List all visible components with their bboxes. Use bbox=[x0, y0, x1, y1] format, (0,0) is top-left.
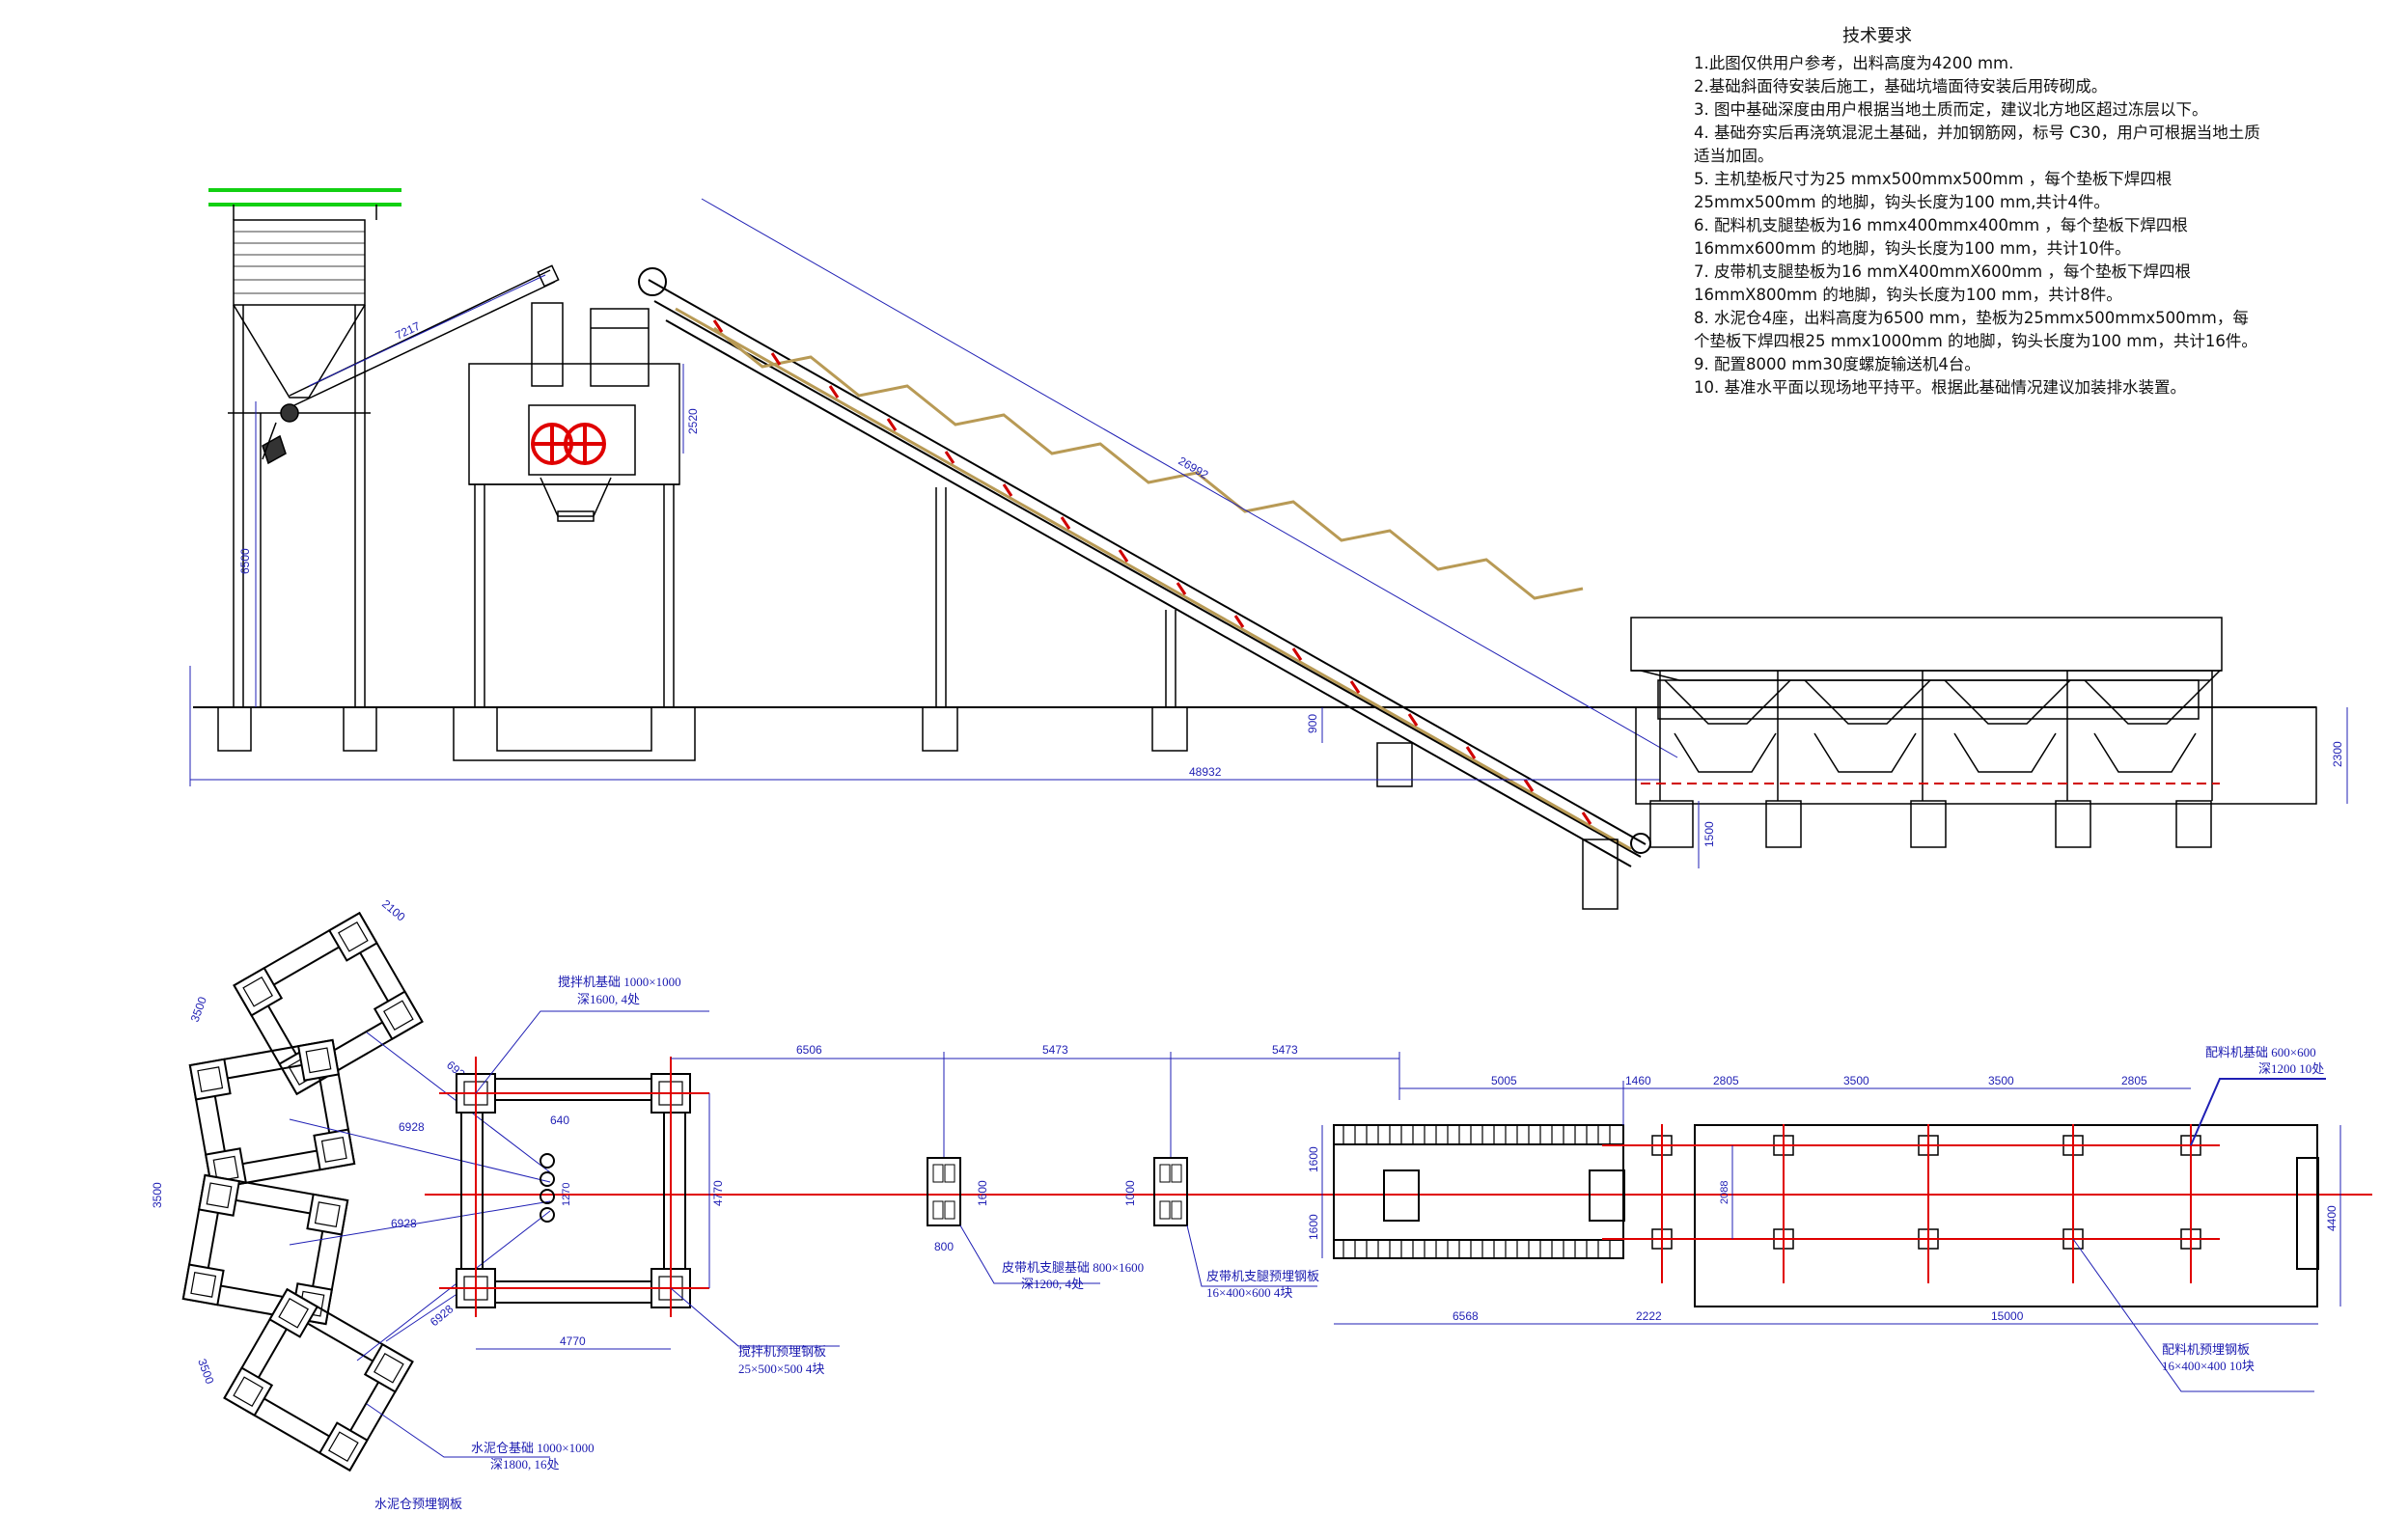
silo-footings bbox=[181, 911, 424, 1472]
silo-foundation-label: 水泥仓基础 1000×1000 bbox=[471, 1441, 595, 1455]
batcher-height-dim: 2300 bbox=[2331, 741, 2344, 767]
note-item: 7. 皮带机支腿垫板为16 mmX400mmX600mm ，每个垫板下焊四根 1… bbox=[1694, 262, 2192, 304]
batcher-belt-rollers bbox=[1342, 1125, 1611, 1258]
b3500b-dim: 3500 bbox=[1988, 1074, 2014, 1087]
technical-notes: 技术要求 1.此图仅供用户参考，出料高度为4200 mm. 2.基础斜面待安装后… bbox=[1694, 25, 2263, 399]
note-item: 1.此图仅供用户参考，出料高度为4200 mm. bbox=[1694, 54, 2014, 72]
b15000-dim: 15000 bbox=[1991, 1309, 2024, 1323]
note-item: 2.基础斜面待安装后施工，基础坑墙面待安装后用砖砌成。 bbox=[1694, 77, 2108, 96]
note-item: 3. 图中基础深度由用户根据当地土质而定，建议北方地区超过冻层以下。 bbox=[1694, 100, 2208, 119]
batcher-plate-label: 配料机预埋钢板 bbox=[2162, 1342, 2250, 1357]
span-1-dim: 6506 bbox=[796, 1043, 822, 1057]
radius-4-dim: 6928 bbox=[428, 1302, 457, 1329]
silo-spacing-1-dim: 3500 bbox=[188, 995, 209, 1024]
b1460-dim: 1460 bbox=[1625, 1074, 1651, 1087]
mixer-width-dim: 4770 bbox=[560, 1334, 586, 1348]
mixer-station bbox=[453, 302, 696, 761]
batcher-footings bbox=[1651, 1135, 2201, 1250]
mixer-drums bbox=[531, 423, 606, 465]
span-3-dim: 5473 bbox=[1272, 1043, 1298, 1057]
batcher-plan bbox=[1333, 1124, 2319, 1307]
belt-conveyor bbox=[638, 267, 1651, 867]
note-item: 10. 基准水平面以现场地平持平。根据此基础情况建议加装排水装置。 bbox=[1694, 378, 2186, 397]
b1600b-dim: 1600 bbox=[1307, 1214, 1320, 1240]
b4400-dim: 4400 bbox=[2325, 1205, 2339, 1231]
mixer-plate-spec: 25×500×500 4块 bbox=[738, 1362, 824, 1376]
elevation-view: 7217 6500 bbox=[189, 188, 2348, 910]
note-item: 8. 水泥仓4座，出料高度为6500 mm，垫板为25mmx500mmx500m… bbox=[1694, 309, 2257, 350]
mixer-640-dim: 640 bbox=[550, 1114, 569, 1127]
radius-2-dim: 6928 bbox=[399, 1120, 425, 1134]
batcher-foundation-label: 配料机基础 600×600 bbox=[2205, 1045, 2316, 1059]
span-2-dim: 5473 bbox=[1042, 1043, 1068, 1057]
belt-foundation-label: 皮带机支腿基础 800×1600 bbox=[1002, 1260, 1144, 1275]
silo-spacing-3-dim: 3500 bbox=[195, 1357, 216, 1386]
screw-conveyor bbox=[262, 264, 560, 465]
mixer-foundation-depth: 深1600, 4处 bbox=[577, 992, 640, 1006]
belt-idlers bbox=[712, 319, 1592, 825]
batching-machine bbox=[1582, 617, 2317, 910]
b2088-dim: 2088 bbox=[1719, 1181, 1730, 1204]
mixer-footing-plan bbox=[456, 1073, 691, 1308]
silo-width-dim: 2100 bbox=[379, 897, 408, 924]
plan-view: 2100 3500 3500 3500 6928 6928 6928 6928 bbox=[151, 897, 2372, 1511]
note-item: 6. 配料机支腿垫板为16 mmx400mmx400mm ，每个垫板下焊四根 1… bbox=[1694, 216, 2188, 258]
ramp-depth-dim: 1500 bbox=[1702, 821, 1716, 847]
note-item: 9. 配置8000 mm30度螺旋输送机4台。 bbox=[1694, 355, 1980, 373]
b2222-dim: 2222 bbox=[1636, 1309, 1662, 1323]
mixer-height-dim: 2520 bbox=[686, 408, 700, 434]
note-item: 5. 主机垫板尺寸为25 mmx500mmx500mm ，每个垫板下焊四根 25… bbox=[1694, 170, 2173, 211]
notes-list: 1.此图仅供用户参考，出料高度为4200 mm. 2.基础斜面待安装后施工，基础… bbox=[1694, 52, 2263, 399]
b2805b-dim: 2805 bbox=[2121, 1074, 2147, 1087]
silo-spacing-2-dim: 3500 bbox=[151, 1182, 164, 1208]
belt-plate-label: 皮带机支腿预埋钢板 bbox=[1206, 1269, 1319, 1283]
mixer-height-plan-dim: 4770 bbox=[711, 1180, 725, 1206]
b3500a-dim: 3500 bbox=[1843, 1074, 1869, 1087]
cement-silo bbox=[208, 188, 401, 752]
b5005-dim: 5005 bbox=[1491, 1074, 1517, 1087]
screw-dim-line bbox=[308, 274, 546, 387]
silo-foundation-depth: 深1800, 16处 bbox=[490, 1457, 560, 1472]
silo-height-dim: 6500 bbox=[238, 548, 252, 574]
total-length-dim: 48932 bbox=[1189, 765, 1222, 779]
leg-length-dim: 1600 bbox=[976, 1180, 989, 1206]
b1600a-dim: 1600 bbox=[1307, 1146, 1320, 1172]
b6568-dim: 6568 bbox=[1453, 1309, 1479, 1323]
leg-width-dim: 800 bbox=[934, 1240, 954, 1253]
radius-3-dim: 6928 bbox=[391, 1217, 417, 1230]
b2805a-dim: 2805 bbox=[1713, 1074, 1739, 1087]
batcher-plate-spec: 16×400×400 10块 bbox=[2162, 1359, 2255, 1373]
belt-length-dim: 26992 bbox=[1176, 454, 1211, 481]
leg-1000-dim: 1000 bbox=[1123, 1180, 1137, 1206]
belt-foundation-depth: 深1200, 4处 bbox=[1021, 1277, 1084, 1291]
notes-title: 技术要求 bbox=[1842, 26, 1912, 46]
belt-truss bbox=[675, 307, 1632, 851]
mixer-1270-dim: 1270 bbox=[561, 1183, 572, 1206]
belt-leg-footings bbox=[927, 1157, 1188, 1226]
belt-legs bbox=[922, 487, 1413, 787]
note-item: 4. 基础夯实后再浇筑混泥土基础，并加钢筋网，标号 C30，用户可根据当地土质适… bbox=[1694, 124, 2260, 165]
mixer-plate-label: 搅拌机预埋钢板 bbox=[738, 1344, 826, 1359]
pit-depth-dim: 900 bbox=[1306, 714, 1319, 733]
batcher-foundation-depth: 深1200 10处 bbox=[2258, 1061, 2324, 1076]
mixer-foundation-label: 搅拌机基础 1000×1000 bbox=[558, 975, 681, 989]
belt-plate-spec: 16×400×600 4块 bbox=[1206, 1285, 1292, 1300]
silo-plate-label: 水泥仓预埋钢板 bbox=[374, 1497, 462, 1511]
